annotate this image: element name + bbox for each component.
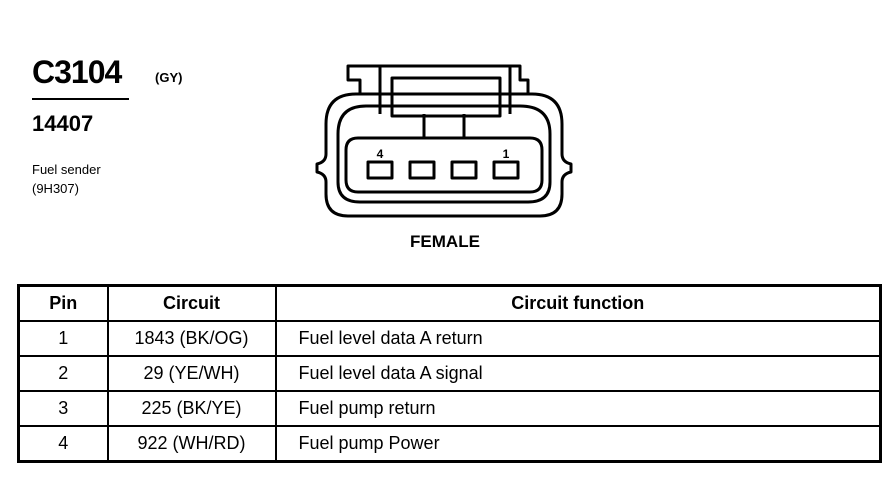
component-info: Fuel sender (9H307) <box>32 160 101 198</box>
connector-color-code: (GY) <box>155 70 183 85</box>
cell-circuit-function: Fuel pump Power <box>274 425 882 463</box>
table-row: 4 922 (WH/RD) Fuel pump Power <box>17 425 882 463</box>
pin-label-1: 1 <box>503 147 510 161</box>
header-circuit-function: Circuit function <box>274 284 882 322</box>
header-circuit: Circuit <box>106 284 277 322</box>
table-row: 1 1843 (BK/OG) Fuel level data A return <box>17 320 882 357</box>
latch-window <box>390 76 502 118</box>
cell-circuit-function: Fuel level data A signal <box>274 355 882 392</box>
pin-cavity-2 <box>450 160 478 180</box>
cell-circuit: 1843 (BK/OG) <box>106 320 277 357</box>
connector-id: C3104 <box>32 54 122 90</box>
cell-pin: 1 <box>17 320 109 357</box>
pin-cavity-3 <box>408 160 436 180</box>
part-number: 14407 <box>32 111 94 136</box>
connector-inner-shell <box>336 104 552 204</box>
component-name: Fuel sender <box>32 162 101 177</box>
cell-circuit: 922 (WH/RD) <box>106 425 277 463</box>
cell-pin: 3 <box>17 390 109 427</box>
connector-face-drawing: 4 1 <box>315 64 573 218</box>
key-notch <box>422 114 466 140</box>
table-row: 2 29 (YE/WH) Fuel level data A signal <box>17 355 882 392</box>
pin-cavity-4 <box>366 160 394 180</box>
cell-circuit: 225 (BK/YE) <box>106 390 277 427</box>
cell-pin: 4 <box>17 425 109 463</box>
pinout-table: Pin Circuit Circuit function 1 1843 (BK/… <box>17 284 882 463</box>
pin-cavity-1 <box>492 160 520 180</box>
table-row: 3 225 (BK/YE) Fuel pump return <box>17 390 882 427</box>
cell-circuit: 29 (YE/WH) <box>106 355 277 392</box>
cell-pin: 2 <box>17 355 109 392</box>
connector-outer-shell <box>315 92 573 218</box>
component-code: (9H307) <box>32 181 79 196</box>
header-pin: Pin <box>17 284 109 322</box>
table-header-row: Pin Circuit Circuit function <box>17 284 882 322</box>
connector-gender-label: FEMALE <box>410 232 480 251</box>
pin-cavity-panel <box>344 136 544 194</box>
cell-circuit-function: Fuel pump return <box>274 390 882 427</box>
cell-circuit-function: Fuel level data A return <box>274 320 882 357</box>
pin-label-4: 4 <box>377 147 384 161</box>
connector-latch <box>346 64 530 94</box>
title-underline <box>32 98 129 100</box>
